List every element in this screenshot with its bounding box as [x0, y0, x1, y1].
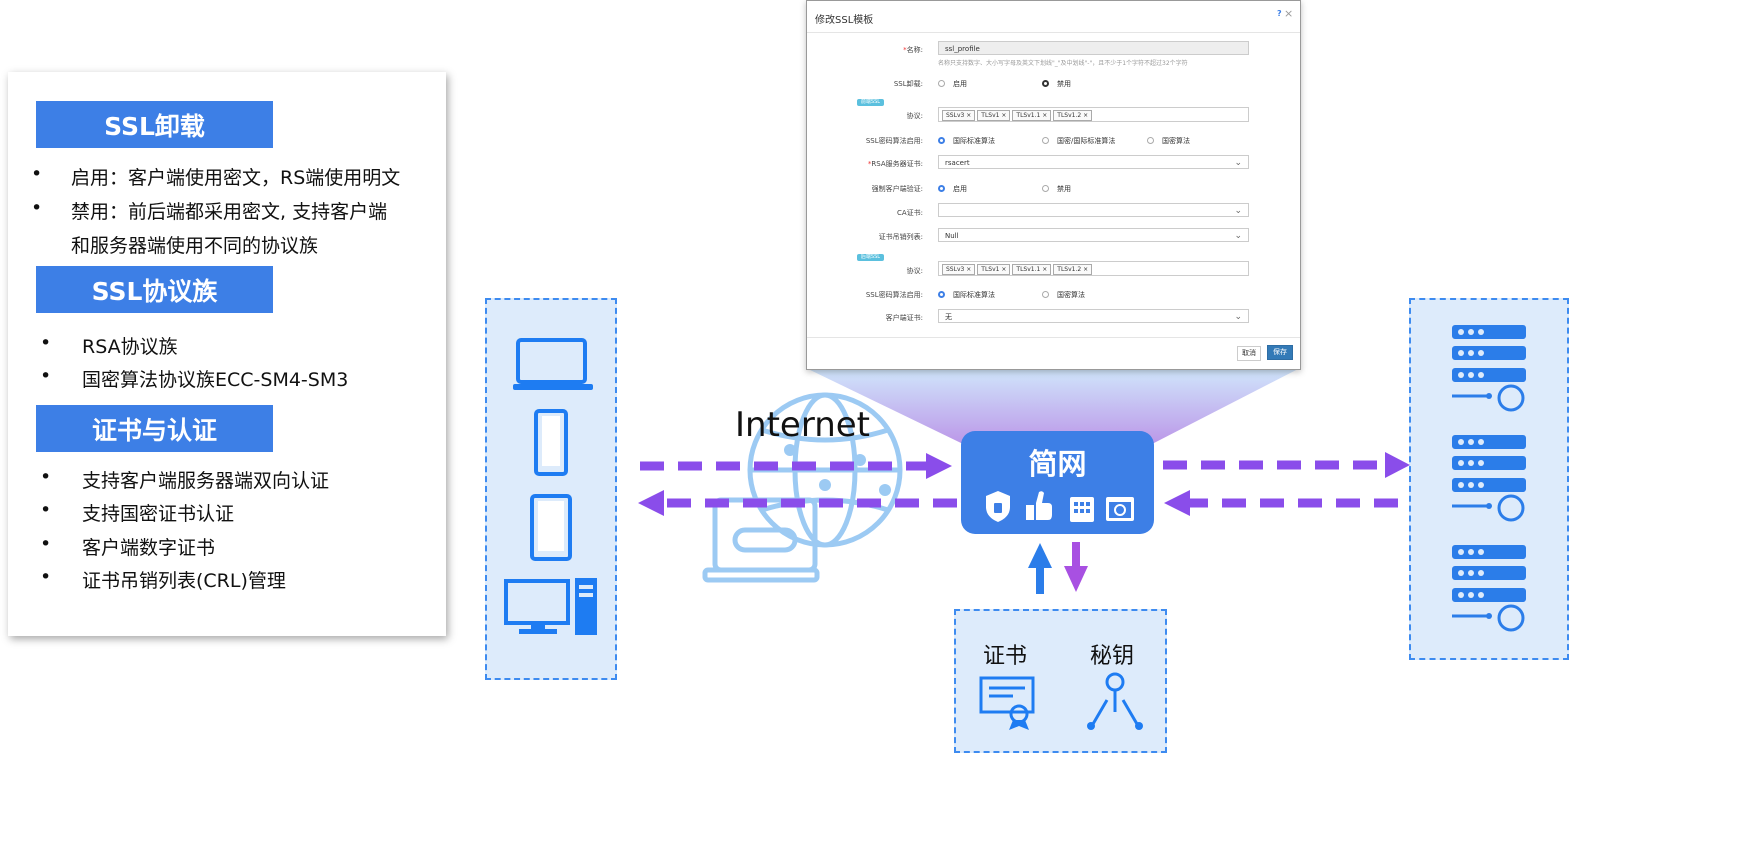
- offload-label: SSL卸载:: [893, 80, 923, 88]
- client-cert-label: 客户端证书:: [885, 314, 923, 322]
- bullet-item: •支持国密证书认证: [40, 499, 235, 525]
- phone-icon: [534, 409, 568, 476]
- help-icon[interactable]: ?: [1277, 9, 1282, 18]
- front-ssl-badge: 前端SSL: [857, 99, 884, 106]
- chevron-down-icon: ⌄: [1234, 312, 1242, 322]
- rsa-cert-label: *RSA服务器证书:: [867, 160, 923, 168]
- server-rack-icon: [1452, 325, 1526, 632]
- cipher-gm-radio[interactable]: 国密算法: [1147, 136, 1190, 146]
- gateway-feature-icons: [986, 491, 1134, 522]
- ca-label: CA证书:: [896, 209, 923, 217]
- protocol-tag: TLSv1.2 ×: [1053, 264, 1093, 275]
- section-heading-ssl-offload: SSL卸载: [36, 101, 273, 148]
- cipher-mixed-radio[interactable]: 国密/国际标准算法: [1042, 136, 1115, 146]
- desktop-icon: [504, 579, 570, 625]
- ssl-template-dialog: 修改SSL模板 ? × *名称: ssl_profile 名称只支持数字、大小写…: [806, 0, 1301, 370]
- cipher-intl-radio[interactable]: 国际标准算法: [938, 136, 995, 146]
- protocol-tag: SSLv3 ×: [942, 264, 976, 275]
- force-disable-radio[interactable]: 禁用: [1042, 184, 1071, 194]
- cert-label: 证书: [983, 644, 1028, 669]
- cert-to-gateway-arrow: [1036, 568, 1044, 594]
- back-protocol-label: 协议:: [906, 267, 923, 275]
- zoom-funnel: [806, 368, 1300, 443]
- back-cipher-gm-radio[interactable]: 国密算法: [1042, 290, 1085, 300]
- client-cert-select[interactable]: 无⌄: [938, 309, 1249, 323]
- protocol-tag: TLSv1 ×: [977, 110, 1011, 121]
- name-hint: 名称只支持数字、大小写字母及英文下划线"_"及中划线"-"，且不少于1个字符不超…: [938, 60, 1188, 67]
- crl-label: 证书吊销列表:: [878, 233, 923, 241]
- bullet-item: •RSA协议族: [40, 332, 178, 358]
- bullet-item: •国密算法协议族ECC-SM4-SM3: [40, 365, 349, 391]
- chevron-down-icon: ⌄: [1234, 206, 1242, 216]
- tablet-icon: [530, 494, 572, 561]
- offload-enable-radio[interactable]: 启用: [938, 79, 967, 89]
- dialog-title: 修改SSL模板: [815, 15, 874, 26]
- cert-key-icons: [979, 672, 1143, 730]
- close-icon[interactable]: ×: [1284, 7, 1294, 20]
- back-protocol-tag-input[interactable]: SSLv3 ×TLSv1 ×TLSv1.1 ×TLSv1.2 ×: [938, 261, 1249, 276]
- back-cipher-intl-radio[interactable]: 国际标准算法: [938, 290, 995, 300]
- cipher-label: SSL密码算法启用:: [865, 137, 923, 145]
- protocol-tag: TLSv1.1 ×: [1012, 264, 1052, 275]
- bullet-item: •客户端数字证书: [40, 533, 216, 559]
- protocol-tag: TLSv1 ×: [977, 264, 1011, 275]
- certificate-icon: [979, 676, 1035, 714]
- ca-select[interactable]: ⌄: [938, 203, 1249, 217]
- bullet-item: •启用：客户端使用密文，RS端使用明文: [31, 163, 401, 189]
- protocol-tag: SSLv3 ×: [942, 110, 976, 121]
- cert-key-box: [954, 609, 1167, 753]
- internet-label: Internet: [735, 405, 871, 445]
- name-label: *名称:: [903, 46, 923, 54]
- name-input[interactable]: ssl_profile: [938, 41, 1249, 55]
- laptop-icon: [516, 338, 587, 384]
- thumbs-up-icon: [1026, 505, 1034, 520]
- pc-tower-icon: [575, 578, 597, 635]
- chevron-down-icon: ⌄: [1234, 158, 1242, 168]
- server-icons: [1452, 325, 1526, 632]
- key-icon: [1105, 672, 1125, 692]
- gateway-label: 简网: [1028, 447, 1087, 481]
- protocol-label: 协议:: [906, 112, 923, 120]
- force-enable-radio[interactable]: 启用: [938, 184, 967, 194]
- bullet-item: •禁用：前后端都采用密文, 支持客户端: [31, 197, 388, 223]
- key-label: 秘钥: [1090, 644, 1135, 669]
- protocol-tag: TLSv1.1 ×: [1012, 110, 1052, 121]
- offload-disable-radio[interactable]: 禁用: [1042, 79, 1071, 89]
- protocol-tag-input[interactable]: SSLv3 ×TLSv1 ×TLSv1.1 ×TLSv1.2 ×: [938, 107, 1249, 122]
- save-button[interactable]: 保存: [1267, 345, 1293, 360]
- rsa-cert-select[interactable]: rsacert⌄: [938, 155, 1249, 169]
- bullet-item: •证书吊销列表(CRL)管理: [40, 566, 286, 592]
- protocol-tag: TLSv1.2 ×: [1053, 110, 1093, 121]
- section-heading-ssl-protocol: SSL协议族: [36, 266, 273, 313]
- section-heading-cert-auth: 证书与认证: [36, 405, 273, 452]
- crl-select[interactable]: Null⌄: [938, 228, 1249, 242]
- flow-arrows: [638, 452, 1410, 594]
- feature-panel: SSL卸载 •启用：客户端使用密文，RS端使用明文 •禁用：前后端都采用密文, …: [8, 72, 446, 636]
- chevron-down-icon: ⌄: [1234, 231, 1242, 241]
- bullet-continuation: 和服务器端使用不同的协议族: [71, 235, 319, 257]
- back-ssl-badge: 后端SSL: [857, 254, 884, 261]
- gateway-to-cert-arrow: [1072, 542, 1080, 566]
- bullet-item: •支持客户端服务器端双向认证: [40, 466, 330, 492]
- force-client-label: 强制客户端验证:: [871, 185, 923, 193]
- cancel-button[interactable]: 取消: [1237, 346, 1261, 361]
- client-devices-icons: [504, 338, 597, 635]
- back-cipher-label: SSL密码算法启用:: [865, 291, 923, 299]
